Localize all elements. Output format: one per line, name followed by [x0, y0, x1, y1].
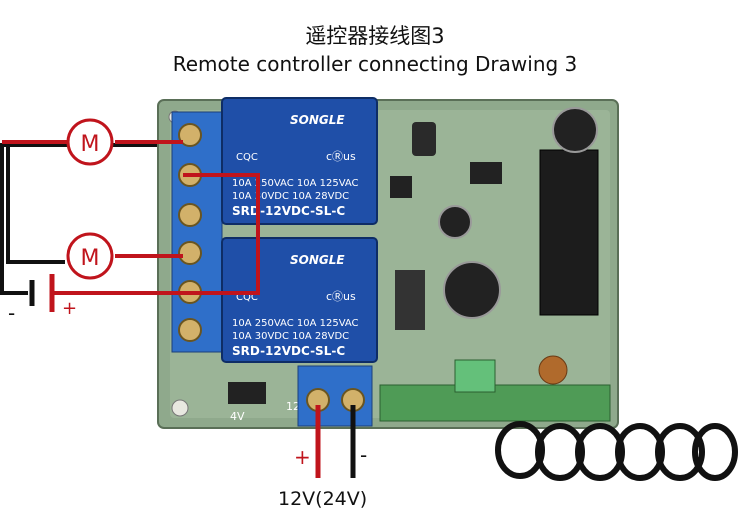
- title-english: Remote controller connecting Drawing 3: [172, 52, 578, 76]
- motor-1-label: M: [81, 132, 100, 157]
- terminal-block-left: [171, 111, 223, 353]
- relay-1-rating-1: 10A 250VAC 10A 125VAC: [232, 178, 359, 189]
- relay-1-cqc: CQC: [236, 152, 258, 163]
- capacitor-top: [552, 107, 598, 153]
- relay-2-rating-2: 10A 30VDC 10A 28VDC: [232, 331, 349, 342]
- capacitor-small: [438, 205, 472, 239]
- jumper-block: [470, 162, 502, 184]
- relay-2-model: SRD-12VDC-SL-C: [232, 344, 345, 358]
- voltage-label: 12V(24V): [278, 488, 368, 510]
- battery-plus-sign: +: [62, 298, 77, 319]
- relay-2-rating-1: 10A 250VAC 10A 125VAC: [232, 318, 359, 329]
- relay-2: [221, 237, 378, 363]
- ic-chip: [539, 149, 599, 316]
- motor-2: M: [66, 232, 114, 280]
- relay-2-brand: SONGLE: [290, 253, 345, 267]
- wire-red: [2, 140, 260, 295]
- motor-2-label: M: [81, 246, 100, 271]
- terminal-screw: [178, 123, 202, 147]
- relay-2-ul: cⓇus: [326, 290, 356, 303]
- relay-1-brand: SONGLE: [290, 113, 345, 127]
- relay-2-cqc: CQC: [236, 292, 258, 303]
- battery-minus-sign: -: [8, 301, 15, 325]
- power-plus-sign: +: [294, 445, 311, 469]
- terminal-screw: [178, 203, 202, 227]
- rf-inductor: [538, 355, 568, 385]
- jumper-24v-label: 4V: [230, 410, 245, 423]
- component-block: [395, 270, 425, 330]
- terminal-screw: [178, 318, 202, 342]
- relay-1: [221, 97, 378, 225]
- transistor: [412, 122, 436, 156]
- antenna-coil: [495, 421, 738, 481]
- terminal-screws-left: [178, 123, 202, 342]
- terminal-screw: [178, 241, 202, 265]
- mount-hole-bottom-left: [171, 399, 189, 417]
- power-jumper: [228, 382, 266, 404]
- relay-1-rating-2: 10A 30VDC 10A 28VDC: [232, 191, 349, 202]
- power-minus-sign: -: [360, 443, 367, 467]
- jumper-block-2: [390, 176, 412, 198]
- rf-potentiometer: [454, 359, 496, 393]
- motor-1: M: [66, 118, 114, 166]
- capacitor-large: [443, 261, 501, 319]
- relay-1-ul: cⓇus: [326, 150, 356, 163]
- title-chinese: 遥控器接线图3: [305, 24, 445, 48]
- relay-1-model: SRD-12VDC-SL-C: [232, 204, 345, 218]
